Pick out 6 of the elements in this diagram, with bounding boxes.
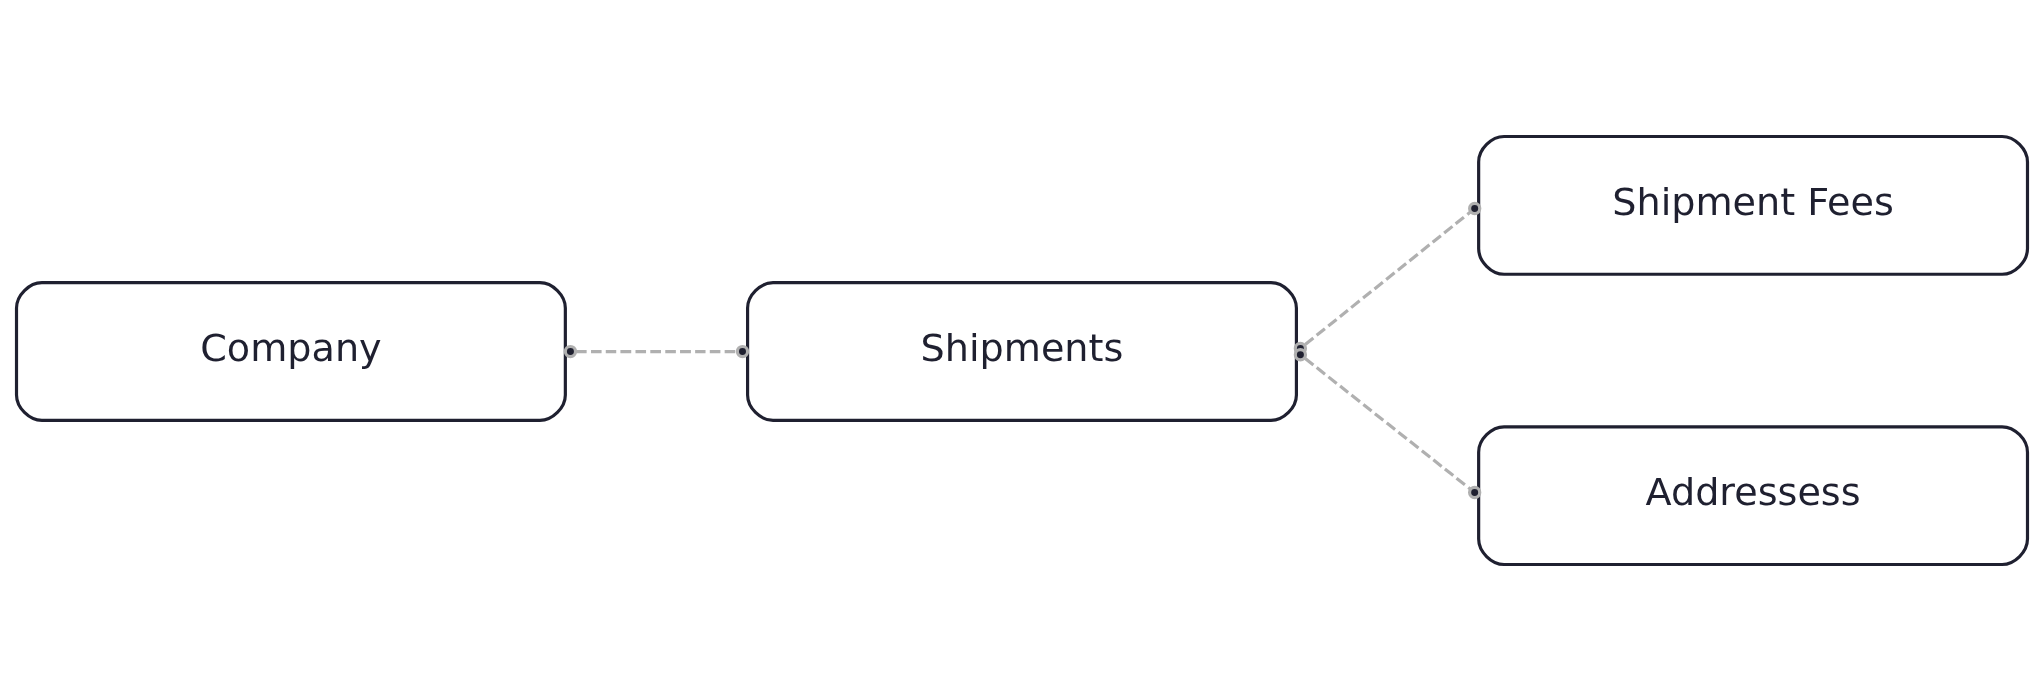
node-box: Addressess xyxy=(1477,424,2030,566)
node-box: Company xyxy=(14,280,567,422)
node-box: Shipments xyxy=(746,280,1298,422)
connector xyxy=(563,344,750,358)
node-box: Shipment Fees xyxy=(1477,134,2030,276)
connector xyxy=(1293,347,1482,499)
